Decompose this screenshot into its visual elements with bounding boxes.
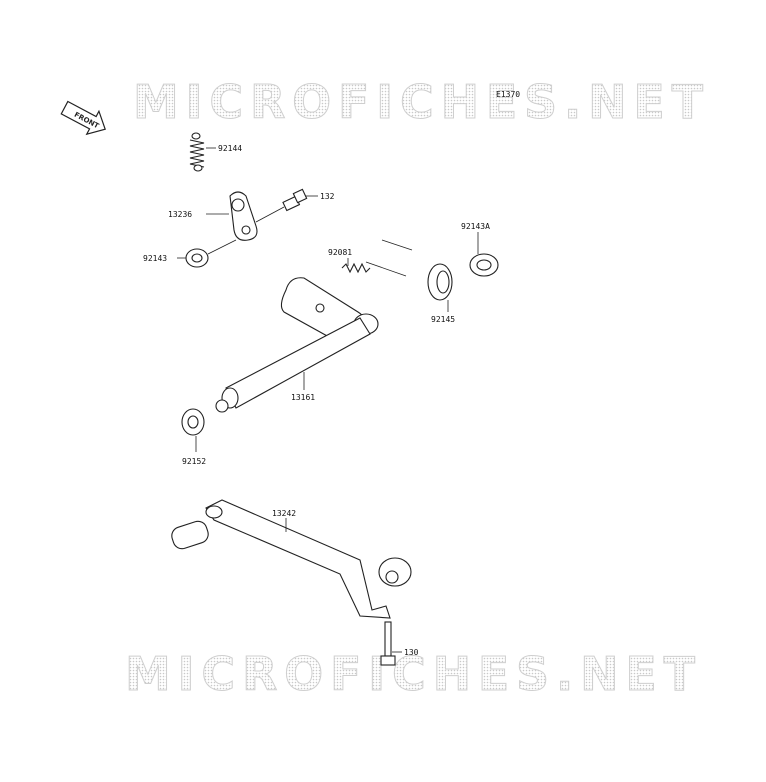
part-label-92143A: 92143A <box>461 222 490 231</box>
spring-92144 <box>189 132 205 172</box>
link-plate-13236 <box>229 191 258 241</box>
part-label-92144: 92144 <box>218 144 242 153</box>
part-label-92145: 92145 <box>431 315 455 324</box>
watermark-text-top: MICROFICHES.NET <box>133 75 704 129</box>
watermark-bottom: MICROFICHES.NET <box>125 647 697 702</box>
part-label-13161: 13161 <box>291 393 315 402</box>
watermark-text-bottom: MICROFICHES.NET <box>125 647 696 701</box>
bolt-130 <box>380 621 396 666</box>
spring-92081 <box>341 262 371 274</box>
part-label-92081: 92081 <box>328 248 352 257</box>
part-label-92152: 92152 <box>182 457 206 466</box>
watermark-top: MICROFICHES.NET <box>133 75 705 130</box>
collar-92143 <box>185 248 209 268</box>
part-label-130: 130 <box>404 648 419 657</box>
part-label-13236: 13236 <box>168 210 192 219</box>
part-label-13242: 13242 <box>272 509 296 518</box>
washer-92152 <box>181 408 205 436</box>
torsion-spring-92145 <box>365 239 453 301</box>
part-label-92143: 92143 <box>143 254 167 263</box>
figure-code: E1370 <box>496 90 520 99</box>
shift-pedal-13242 <box>171 499 412 619</box>
shift-shaft-13161 <box>215 277 379 413</box>
part-label-132: 132 <box>320 192 335 201</box>
front-arrow-icon: FRONT <box>60 100 106 136</box>
bolt-132 <box>282 188 308 212</box>
collar-92143A <box>469 253 499 277</box>
